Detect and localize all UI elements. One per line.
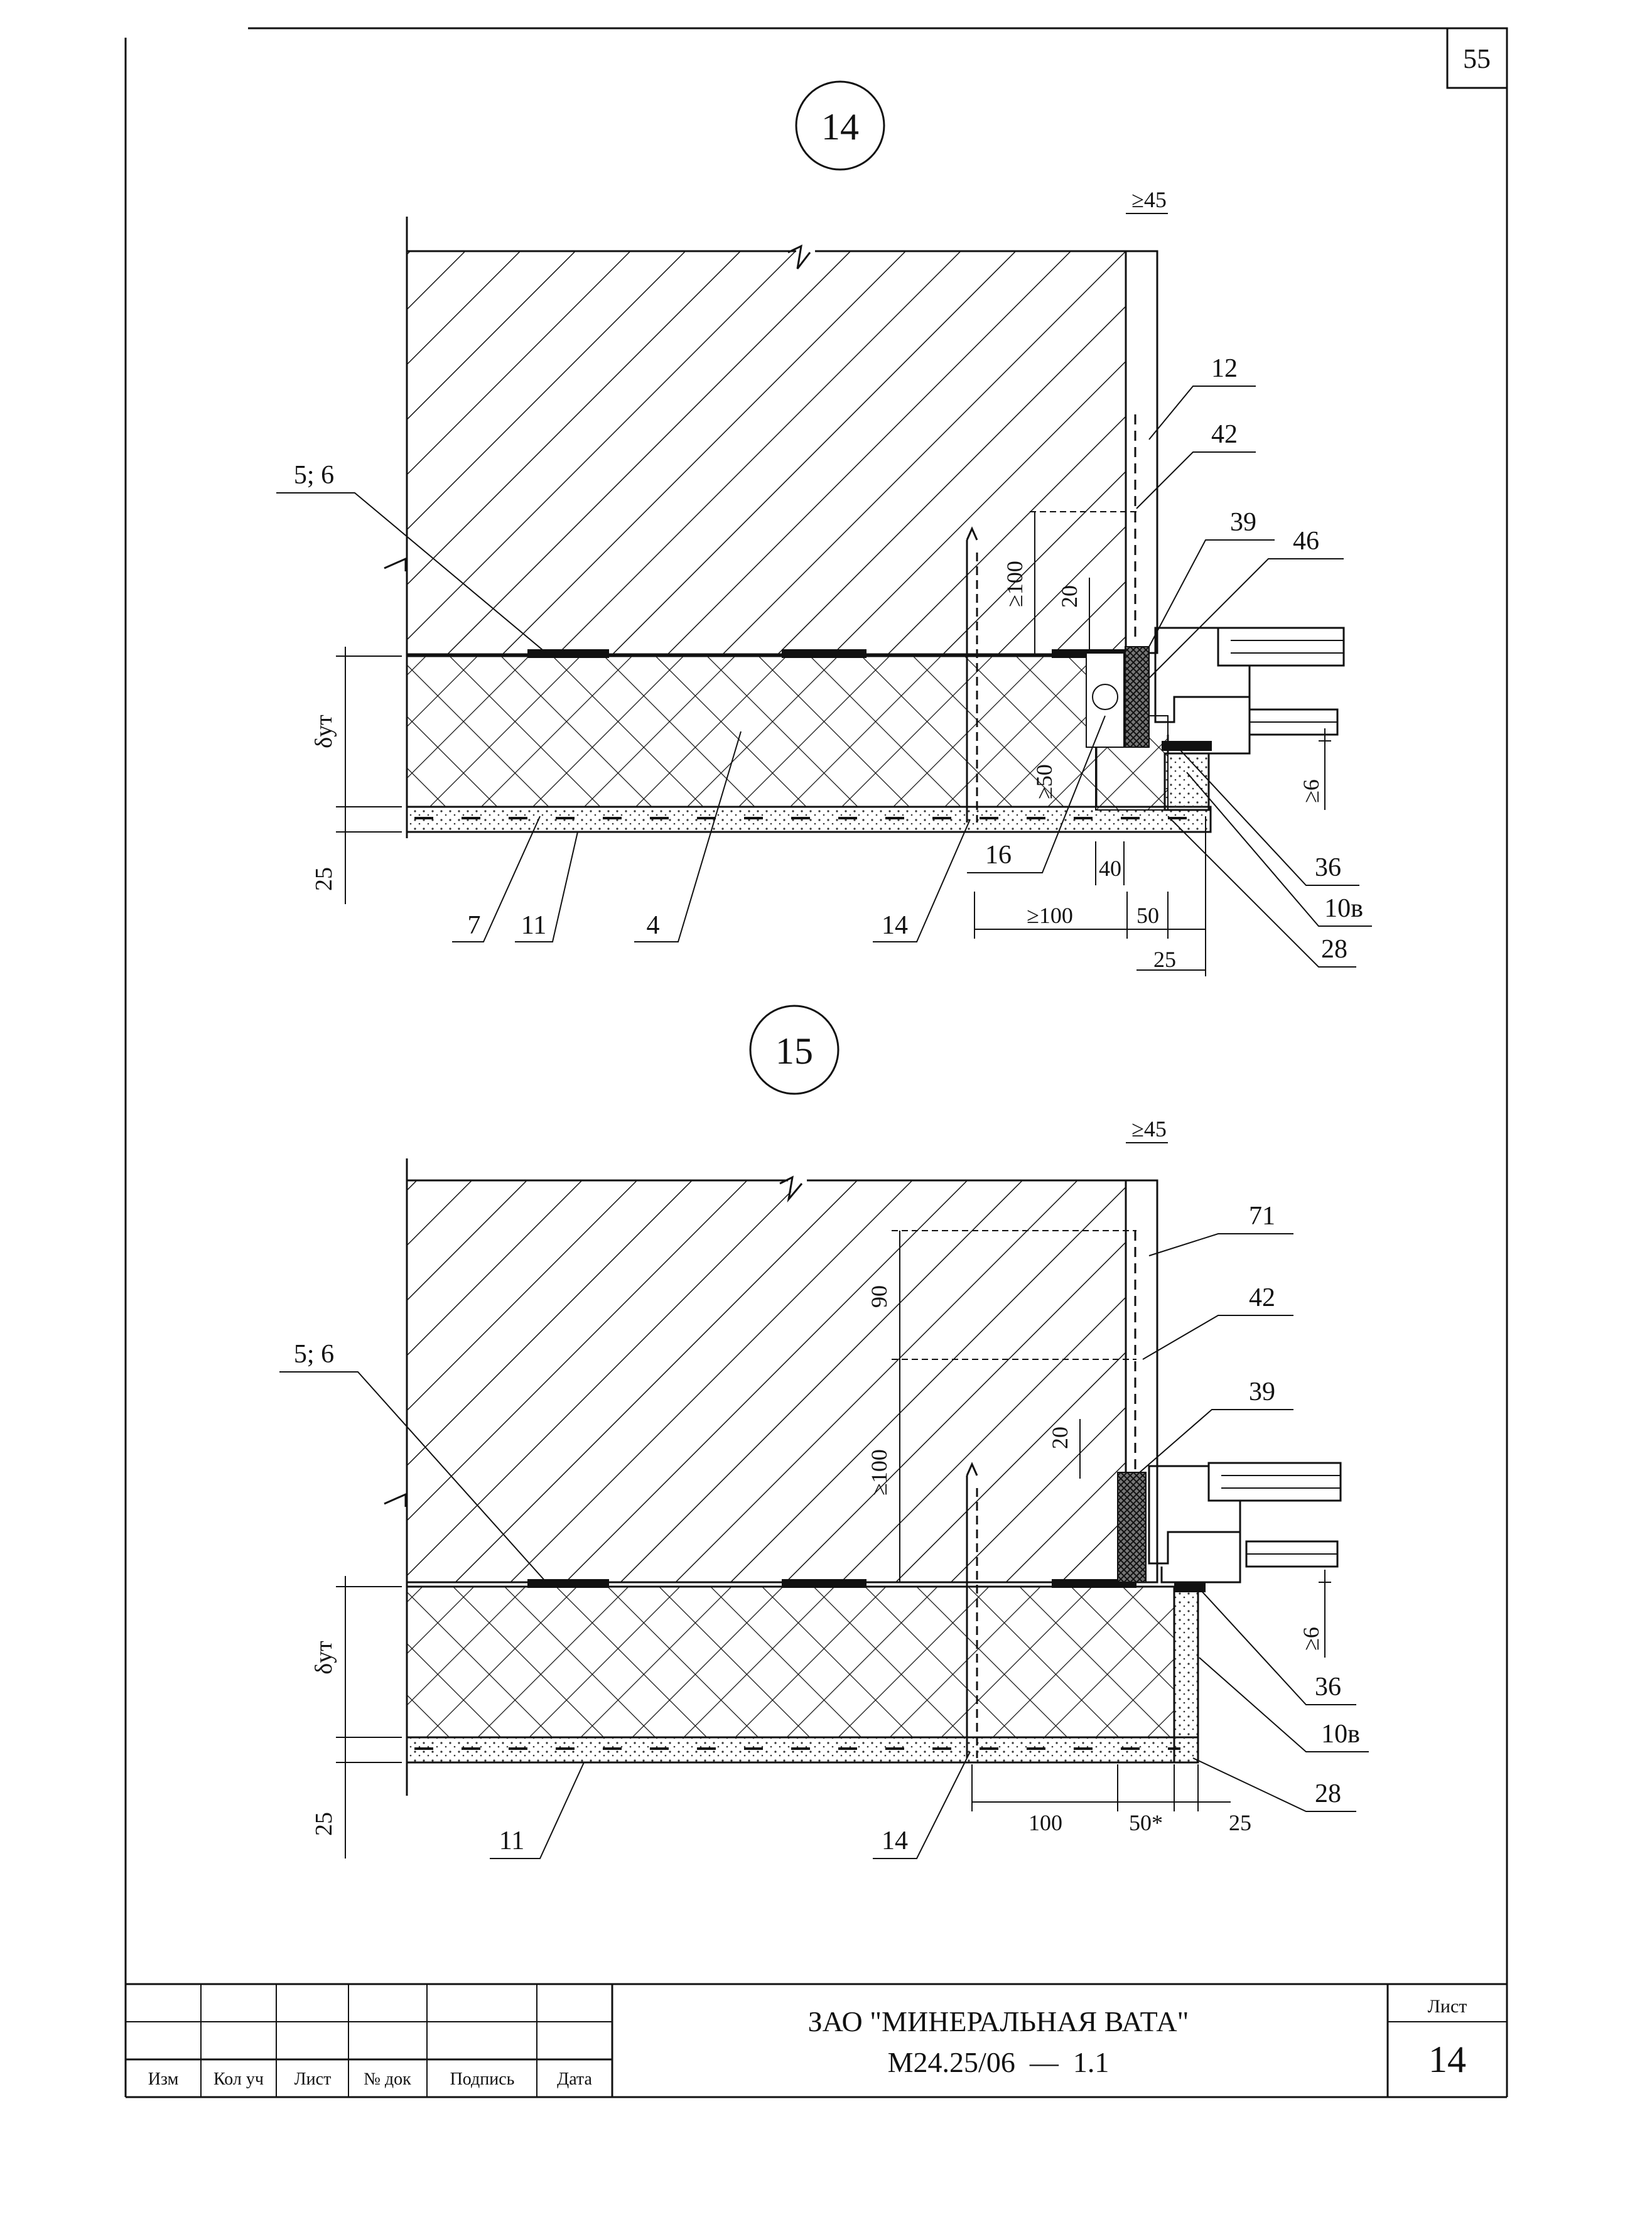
header-doc-number: № док [364, 2069, 411, 2089]
dim-90-15: 90 [866, 1285, 892, 1308]
callout-7-14: 7 [468, 911, 481, 940]
sheet-number: 55 [1463, 43, 1491, 74]
callouts-15: 71 42 5; 6 39 36 10в 28 11 14 [279, 1202, 1369, 1859]
detail-marker-15 [749, 1005, 839, 1095]
callout-39-15: 39 [1249, 1378, 1275, 1406]
insulation-layer-15 [406, 1585, 1175, 1739]
window-frame-14 [1086, 250, 1345, 755]
dim-25-right-14: 25 [1153, 947, 1176, 972]
insulation-layer-14 [406, 655, 1098, 808]
dim-25-left-15: 25 [311, 1812, 337, 1836]
dim-20-15: 20 [1047, 1427, 1072, 1449]
header-kol-uch: Кол уч [213, 2069, 264, 2089]
document-code: М24.25/06 — 1.1 [888, 2046, 1109, 2078]
callout-36-14: 36 [1315, 853, 1341, 882]
dimensions-14: ≥45 ≥100 20 ≥50 40 ≥100 50 25 ≥6 [311, 187, 1331, 976]
header-signature: Подпись [450, 2069, 515, 2089]
sheet-frame [124, 27, 1508, 2098]
callout-46-14: 46 [1293, 527, 1319, 556]
callout-56-14: 5; 6 [294, 461, 334, 490]
callout-12-14: 12 [1211, 354, 1238, 383]
dim-thickness-15: δут [311, 1641, 337, 1675]
dim-50-14: 50 [1136, 903, 1159, 928]
dim-min100-15: ≥100 [866, 1449, 892, 1496]
wall-section-14 [384, 217, 1130, 838]
sheet-number-box: 55 [1446, 27, 1508, 89]
callout-71-15: 71 [1249, 1202, 1275, 1231]
window-frame-15 [1117, 1179, 1342, 1592]
callout-42-14: 42 [1211, 420, 1238, 449]
detail-15: 15 [279, 1005, 1369, 1859]
callout-11-14: 11 [521, 911, 546, 940]
dim-min45-14: ≥45 [1131, 187, 1167, 212]
callout-56-15: 5; 6 [294, 1340, 334, 1369]
detail-number-14: 14 [821, 106, 859, 148]
callout-11-15: 11 [499, 1826, 524, 1855]
callout-16-14: 16 [985, 841, 1012, 870]
dim-20-14: 20 [1057, 585, 1082, 608]
sheet-label: Лист [1428, 1996, 1467, 2017]
dimensions-15: ≥45 90 ≥100 20 ≥6 δут 25 100 50* 25 [311, 1116, 1331, 1859]
dim-thickness-14: δут [311, 715, 337, 748]
reveal-plaster-15 [1173, 1585, 1199, 1764]
header-list: Лист [294, 2069, 332, 2089]
callout-10v-14: 10в [1324, 894, 1363, 923]
callouts-14: 12 42 5; 6 39 46 36 16 10в 28 7 11 4 14 [276, 354, 1372, 968]
dim-min6-14: ≥6 [1298, 779, 1324, 803]
header-date: Дата [557, 2069, 592, 2089]
callout-10v-15: 10в [1321, 1720, 1360, 1749]
header-izm: Изм [148, 2069, 179, 2089]
dowel-15 [966, 1462, 978, 1758]
sheet-value: 14 [1428, 2039, 1466, 2080]
detail-number-15: 15 [775, 1030, 813, 1072]
callout-28-14: 28 [1321, 935, 1347, 964]
callout-39-14: 39 [1230, 508, 1256, 537]
callout-4-14: 4 [647, 911, 660, 940]
dim-min45-15: ≥45 [1131, 1116, 1167, 1141]
callout-28-15: 28 [1315, 1779, 1341, 1808]
dim-25-left-14: 25 [311, 867, 337, 891]
title-block: Изм Кол уч Лист № док Подпись Дата ЗАО "… [126, 1983, 1507, 2097]
company-name: ЗАО "МИНЕРАЛЬНАЯ ВАТА" [808, 2005, 1189, 2037]
dim-min50-14: ≥50 [1032, 764, 1057, 799]
dim-min6-15: ≥6 [1298, 1627, 1324, 1651]
dim-min100-bottom-14: ≥100 [1027, 903, 1073, 928]
detail-14: 14 [276, 80, 1372, 976]
dim-25-right-15: 25 [1229, 1810, 1251, 1835]
callout-36-15: 36 [1315, 1673, 1341, 1702]
dim-50s-15: 50* [1129, 1810, 1163, 1835]
dim-min100-14: ≥100 [1002, 561, 1027, 607]
callout-14-14: 14 [882, 911, 908, 940]
wall-section-15 [384, 1158, 1129, 1796]
callout-42-15: 42 [1249, 1283, 1275, 1312]
detail-marker-14 [795, 80, 885, 171]
dim-40-14: 40 [1099, 856, 1121, 881]
dowel-14 [966, 526, 978, 823]
dim-100-15: 100 [1028, 1810, 1062, 1835]
callout-14-15: 14 [882, 1826, 908, 1855]
